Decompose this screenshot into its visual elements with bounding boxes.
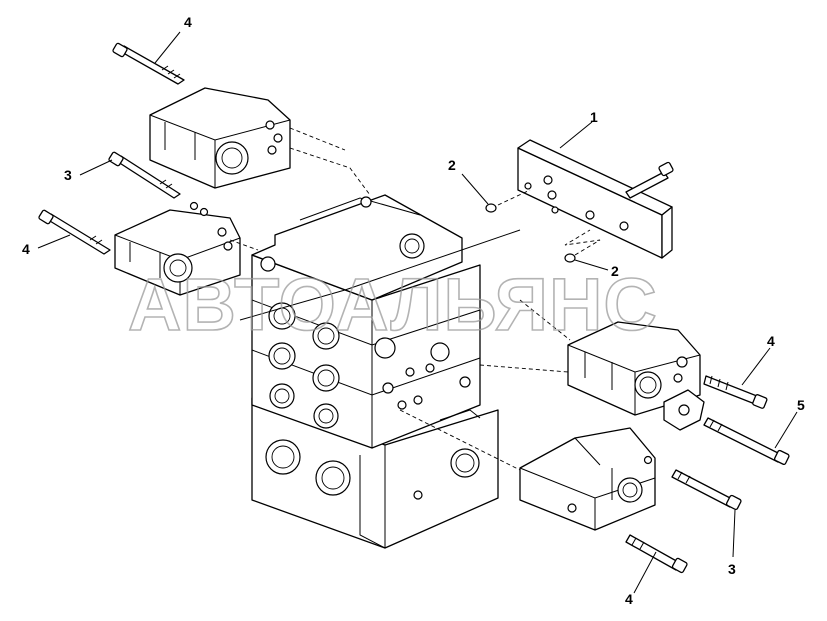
cylinder-right-upper xyxy=(567,321,701,416)
callout-label-lower-2: 2 xyxy=(611,263,619,279)
main-valve-block xyxy=(251,194,499,549)
o-ring-lower xyxy=(564,253,576,263)
callout-label-bottom-4: 4 xyxy=(625,591,633,607)
end-plate xyxy=(517,139,673,259)
bolt-plate xyxy=(625,161,674,199)
cylinder-top-left xyxy=(149,87,291,189)
bolt-bottom-right xyxy=(671,469,742,511)
o-ring-upper xyxy=(485,203,497,213)
assembly-guide-lines xyxy=(229,127,601,471)
bolt-right-long xyxy=(703,417,790,465)
watermark-text: АВТОАЛЬЯНС xyxy=(128,263,658,346)
callout-label-left-3: 3 xyxy=(64,167,72,183)
callout-label-bottom-3: 3 xyxy=(728,561,736,577)
callout-label-right-4: 4 xyxy=(767,333,775,349)
callout-label-top-4: 4 xyxy=(184,14,192,30)
bolt-bottom xyxy=(625,534,688,574)
bolt-top xyxy=(112,42,185,85)
bolt-right-upper xyxy=(703,375,768,409)
callout-label-right-5: 5 xyxy=(797,397,805,413)
bolt-left-mid xyxy=(108,151,181,199)
callout-label-upper-2: 2 xyxy=(448,157,456,173)
callout-label-left-4: 4 xyxy=(22,241,30,257)
cylinder-middle-left xyxy=(114,201,241,296)
callout-leaders xyxy=(37,31,798,594)
cylinder-right-lower xyxy=(519,427,656,531)
flange-plate xyxy=(663,389,705,431)
bolt-left-low xyxy=(38,209,111,255)
callout-label-right-1: 1 xyxy=(590,109,598,125)
